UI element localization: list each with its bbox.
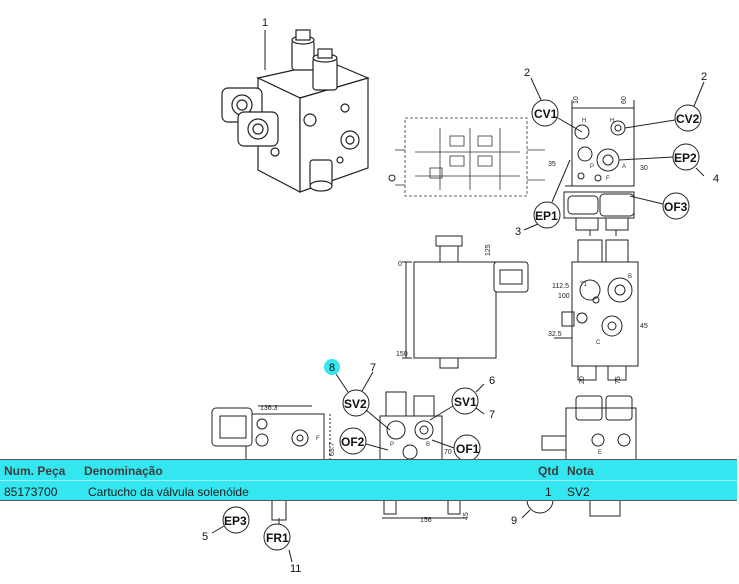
header-description: Denominação [84,464,163,478]
item-number-8: 8 [329,362,335,374]
svg-text:EP2: EP2 [674,151,697,165]
header-quantity: Qtd [538,464,559,478]
port-label-b-mid: B [628,274,632,280]
callout-fr1: FR1 [263,518,291,551]
port-label-h-right: H [610,118,614,124]
port-label-p-bottom: P [390,442,394,448]
callout-cv1: CV1 [531,99,583,133]
svg-text:SV2: SV2 [344,397,367,411]
callout-cv2: CV2 [624,104,702,132]
svg-text:OF3: OF3 [664,200,688,214]
dim-150: 150 [396,351,408,358]
callout-ep2: EP2 [618,143,700,171]
port-label-f-bottom: F [316,436,320,442]
callout-of1: OF1 [431,434,481,462]
svg-text:OF1: OF1 [456,442,480,456]
callout-sv2: SV2 [342,389,391,431]
item-number-2-right: 2 [701,71,707,83]
svg-text:EP3: EP3 [224,514,247,528]
highlight-marker [324,359,340,375]
item-number-3: 3 [515,226,521,238]
header-note: Nota [567,464,594,478]
item-number-7-top: 7 [370,362,376,374]
callout-of3: OF3 [629,192,690,220]
svg-text:CV2: CV2 [676,112,700,126]
bottom-left-view [211,405,331,521]
cell-description[interactable]: Cartucho da válvula solenóide [88,485,249,499]
dim-20: 20 [579,376,586,384]
table-divider [0,480,737,481]
cell-part-number[interactable]: 85173700 [4,485,58,499]
dim-60: 60 [621,96,628,104]
svg-text:FR1: FR1 [266,531,289,545]
dim-10: 10 [573,96,580,104]
dim-100: 100 [558,293,570,300]
dim-136-3: 136.3 [260,405,278,412]
parts-table: Num. Peça Denominação Qtd Nota 85173700 … [0,459,737,501]
item-number-9: 9 [511,515,517,527]
middle-right-front-view [554,239,639,381]
top-right-front-view [565,100,635,187]
callouts: CV1 CV2 EP2 EP1 OF3 SV2 [222,99,702,551]
dim-30: 30 [640,165,648,172]
iso-view-manifold [221,29,396,193]
port-label-p-top: P [590,164,594,170]
item-number-7-bottom: 7 [489,409,495,421]
port-label-e-bottom: E [598,450,602,456]
port-label-t1: T1 [580,282,588,288]
callout-ep3: EP3 [222,506,250,534]
item-number-5: 5 [202,531,208,543]
callout-of2: OF2 [339,427,389,455]
middle-side-view [402,235,529,369]
svg-text:EP1: EP1 [535,209,558,223]
item-number-6: 6 [489,375,495,387]
dim-75: 75 [615,376,622,384]
dim-156: 156 [420,517,432,524]
cell-note: SV2 [567,485,590,499]
dim-125: 125 [485,244,492,256]
dim-45: 45 [640,323,648,330]
port-label-f-top: F [606,176,610,182]
dim-45-b: 45 [463,512,470,520]
port-label-a-top: A [622,164,626,170]
cell-quantity: 1 [545,485,552,499]
top-right-solenoid-view [563,191,635,236]
header-part-number: Num. Peça [4,464,66,478]
dim-63-7: 63.7 [329,442,336,456]
hydraulic-schematic [395,117,545,197]
bottom-center-view [379,391,464,519]
dim-0-a: 0 [398,261,402,268]
svg-text:SV1: SV1 [454,395,477,409]
bottom-right-view [541,395,637,517]
item-numbers: 2 2 4 3 7 6 7 5 9 11 8 [202,67,719,575]
item-number-11: 11 [290,563,301,575]
dim-70: 70 [444,449,452,456]
port-label-h-top: H [582,118,586,124]
port-label-b-bottom: B [426,442,430,448]
item-number-4: 4 [713,173,719,185]
callout-ep1: EP1 [533,159,571,229]
item-number-2-left: 2 [524,67,530,79]
callout-sv1: SV1 [429,387,479,421]
dim-32-5: 32.5 [548,331,562,338]
svg-text:CV1: CV1 [534,107,558,121]
port-label-c-mid: C [596,340,601,346]
svg-text:OF2: OF2 [341,435,365,449]
dim-35: 35 [548,161,556,168]
dim-112-5: 112.5 [552,283,569,290]
item-number-1: 1 [262,17,268,29]
